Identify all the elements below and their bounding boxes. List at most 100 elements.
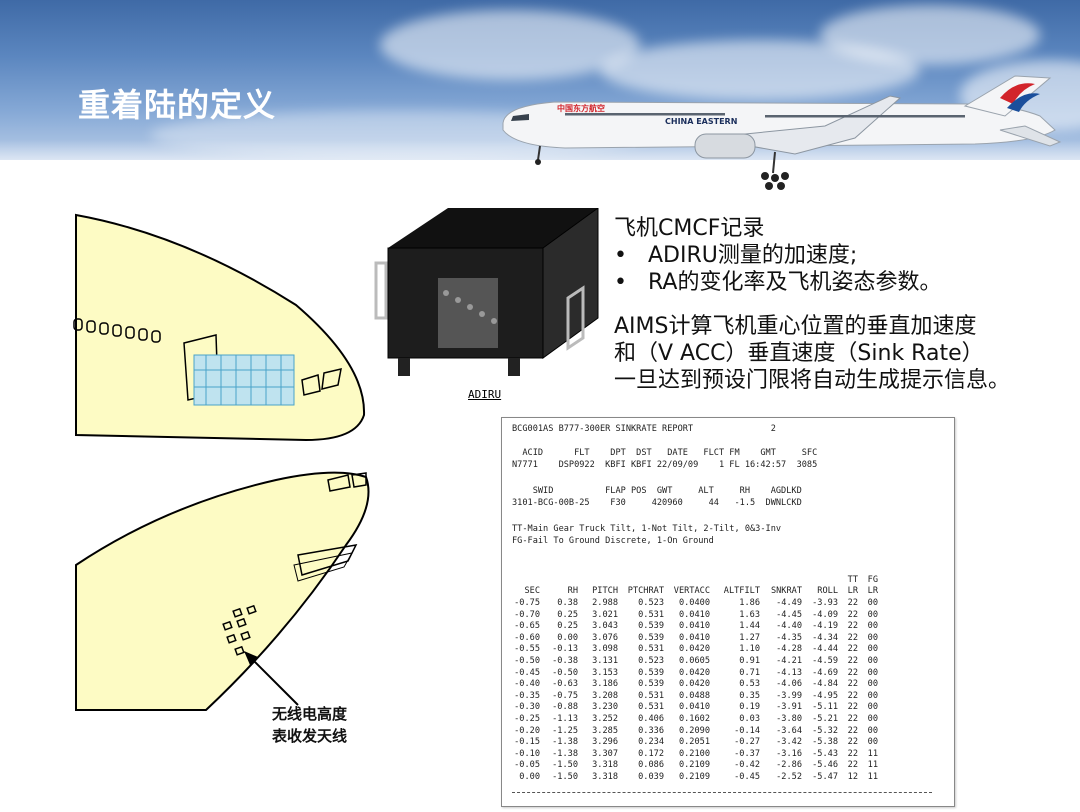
table-cell: -0.45 <box>514 667 540 678</box>
bullet-item: •RA的变化率及飞机姿态参数。 <box>614 270 942 295</box>
table-cell: 0.38 <box>557 597 578 608</box>
table-cell: -3.91 <box>776 702 802 713</box>
table-cell: 22 <box>847 760 858 771</box>
aims-paragraph-line: 一旦达到预设门限将自动生成提示信息。 <box>614 368 1011 393</box>
table-cell: 0.039 <box>638 771 664 782</box>
table-cell: -1.50 <box>552 771 578 782</box>
table-cell: ROLL <box>817 586 838 597</box>
table-cell: -1.25 <box>552 725 578 736</box>
table-cell: 3.285 <box>592 725 618 736</box>
table-cell: -4.40 <box>776 621 802 632</box>
table-cell: 0.539 <box>638 679 664 690</box>
table-cell: 0.234 <box>638 737 664 748</box>
table-cell: 22 <box>847 725 858 736</box>
table-cell: -4.59 <box>812 655 838 666</box>
table-cell: PTCHRAT <box>627 586 664 597</box>
avionics-bay-icon <box>193 354 295 406</box>
report-line: BCG001AS B777-300ER SINKRATE REPORT 2 <box>512 424 776 434</box>
table-cell: 0.539 <box>638 621 664 632</box>
table-cell <box>802 574 838 586</box>
table-cell: -3.99 <box>776 690 802 701</box>
table-cell: 1.10 <box>739 644 760 655</box>
table-cell: -0.70 <box>514 609 540 620</box>
report-line: TT-Main Gear Truck Tilt, 1-Not Tilt, 2-T… <box>512 524 782 534</box>
antenna-label: 无线电高度 表收发天线 <box>272 705 348 745</box>
report-line: ACID FLT DPT DST DATE FLCT FM GMT SFC <box>512 448 818 458</box>
table-cell: 0.91 <box>739 655 760 666</box>
table-cell: 0.0410 <box>678 632 710 643</box>
table-cell: -2.86 <box>776 760 802 771</box>
table-cell: 00 <box>867 632 878 643</box>
table-cell: -0.63 <box>552 679 578 690</box>
aims-paragraph-line: 和（V ACC）垂直速度（Sink Rate） <box>614 341 984 366</box>
table-cell: -0.25 <box>514 713 540 724</box>
table-cell: 1.86 <box>739 597 760 608</box>
table-cell: 0.0400 <box>678 597 710 608</box>
table-cell: -0.05 <box>514 760 540 771</box>
table-cell: 0.19 <box>739 702 760 713</box>
table-cell: 3.131 <box>592 655 618 666</box>
table-cell: -4.06 <box>776 679 802 690</box>
table-cell: -4.13 <box>776 667 802 678</box>
table-cell: 0.531 <box>638 609 664 620</box>
table-cell: 0.523 <box>638 597 664 608</box>
antenna-icon <box>222 604 257 656</box>
table-cell: 0.2109 <box>678 771 710 782</box>
table-cell: 1.27 <box>739 632 760 643</box>
table-cell: -0.75 <box>552 690 578 701</box>
table-cell: 0.172 <box>638 748 664 759</box>
table-cell: -1.13 <box>552 713 578 724</box>
aims-paragraph-line: AIMS计算飞机重心位置的垂直加速度 <box>614 314 977 339</box>
table-cell: -0.15 <box>514 737 540 748</box>
table-cell: 00 <box>867 644 878 655</box>
table-cell: 00 <box>867 679 878 690</box>
table-cell: 0.0410 <box>678 702 710 713</box>
table-cell: 22 <box>847 644 858 655</box>
table-cell: 22 <box>847 609 858 620</box>
airplane-illustration: 中国东方航空 CHINA EASTERN <box>502 75 1062 190</box>
table-cell: 0.1602 <box>678 713 710 724</box>
table-cell: -4.84 <box>812 679 838 690</box>
report-line: 3101-BCG-00B-25 F30 420960 44 -1.5 DWNLC… <box>512 498 802 508</box>
table-cell: -0.55 <box>514 644 540 655</box>
table-cell: 0.531 <box>638 644 664 655</box>
table-cell: -0.10 <box>514 748 540 759</box>
table-cell: -3.80 <box>776 713 802 724</box>
report-line: FG-Fail To Ground Discrete, 1-On Ground <box>512 536 714 546</box>
table-cell: -5.46 <box>812 760 838 771</box>
table-cell: 3.318 <box>592 771 618 782</box>
table-cell: 3.021 <box>592 609 618 620</box>
table-cell: -5.21 <box>812 713 838 724</box>
table-cell <box>710 574 760 586</box>
table-cell: -1.38 <box>552 748 578 759</box>
report-divider <box>512 792 932 793</box>
table-cell: -4.45 <box>776 609 802 620</box>
table-cell: 12 <box>847 771 858 782</box>
table-cell: 11 <box>867 771 878 782</box>
table-cell: -0.65 <box>514 621 540 632</box>
table-cell: 3.186 <box>592 679 618 690</box>
table-cell: -0.13 <box>552 644 578 655</box>
table-cell: -4.95 <box>812 690 838 701</box>
table-cell: -0.42 <box>734 760 760 771</box>
table-cell: -2.52 <box>776 771 802 782</box>
table-cell: -1.50 <box>552 760 578 771</box>
table-cell: 00 <box>867 690 878 701</box>
report-line: N7771 DSP0922 KBFI KBFI 22/09/09 1 FL 16… <box>512 460 818 470</box>
table-cell: 22 <box>847 702 858 713</box>
table-cell: -4.19 <box>812 621 838 632</box>
table-cell: 0.0605 <box>678 655 710 666</box>
table-cell <box>540 574 578 586</box>
table-cell: -0.38 <box>552 655 578 666</box>
table-cell: -0.14 <box>734 725 760 736</box>
